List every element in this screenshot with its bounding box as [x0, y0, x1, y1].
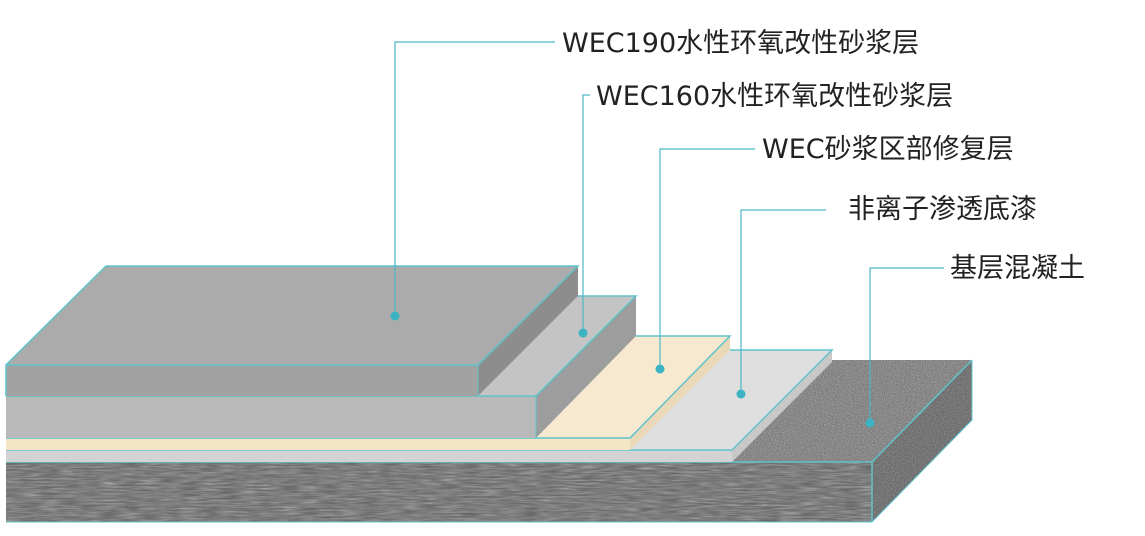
wec190-top-face: [6, 266, 578, 365]
layer-label-concrete: 基层混凝土: [950, 253, 1085, 284]
layer-label-wec160: WEC160水性环氧改性砂浆层: [596, 81, 953, 112]
wec190-layer: [5, 265, 580, 396]
marker-dot: [578, 328, 588, 338]
wec190-side-face: [478, 266, 578, 396]
wec160-top-face: [478, 296, 636, 396]
leader-line: [582, 94, 590, 333]
wec190-front-face: [6, 365, 478, 396]
layer-label-repair: WEC砂浆区部修复层: [762, 134, 1014, 165]
marker-dot: [655, 364, 665, 374]
callout-wec160: WEC160水性环氧改性砂浆层: [578, 81, 953, 338]
callout-wec190: WEC190水性环氧改性砂浆层: [390, 28, 919, 321]
layer-label-wec190: WEC190水性环氧改性砂浆层: [562, 28, 919, 59]
callout-primer: 非离子渗透底漆: [736, 194, 1037, 399]
layer-label-primer: 非离子渗透底漆: [848, 194, 1037, 225]
primer-top-face: [630, 350, 832, 450]
callout-concrete: 基层混凝土: [865, 253, 1085, 428]
wec160-front-face: [6, 396, 536, 438]
leader-line: [869, 267, 944, 423]
callout-repair: WEC砂浆区部修复层: [655, 134, 1014, 374]
primer-layer: [6, 349, 834, 462]
marker-dot: [736, 389, 746, 399]
marker-dot: [390, 311, 400, 321]
marker-dot: [865, 418, 875, 428]
wec160-layer: [6, 295, 638, 438]
leader-line: [740, 209, 826, 394]
leader-line: [394, 41, 555, 316]
wec160-side-face: [536, 296, 636, 438]
primer-front-face: [6, 450, 732, 462]
leader-line: [659, 148, 755, 369]
repair-front-face: [6, 438, 630, 450]
concrete-base: [6, 359, 973, 523]
repair-top-face: [536, 336, 730, 438]
